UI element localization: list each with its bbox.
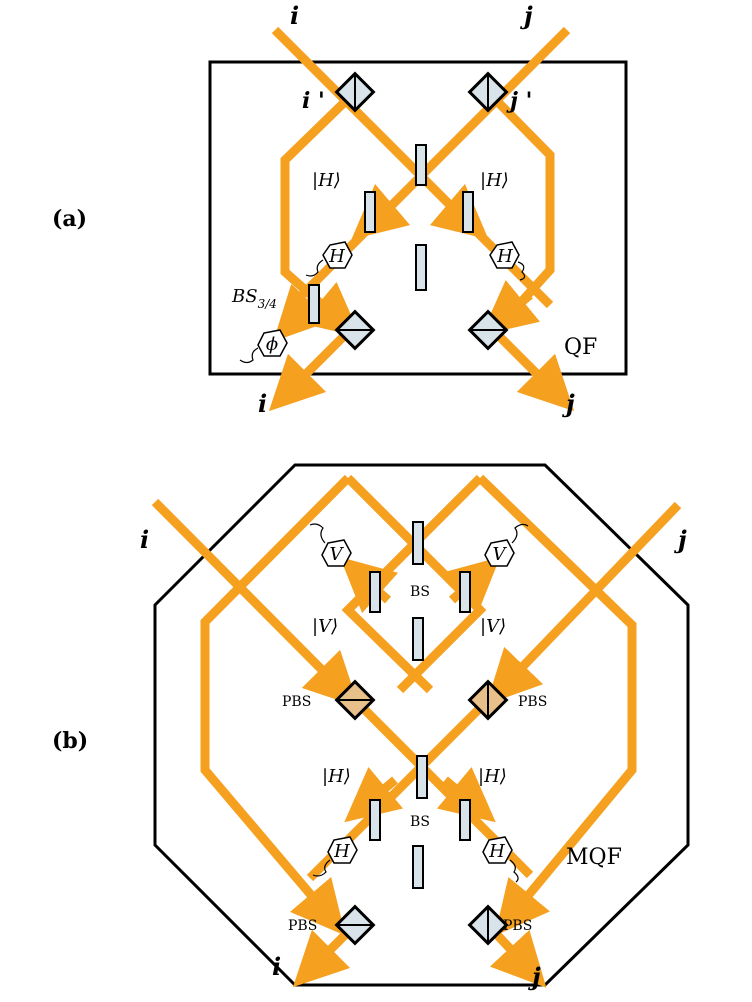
- a-out-j: j: [562, 389, 575, 418]
- bs-a-right: [462, 191, 474, 233]
- b-pbs-bot-left-label: PBS: [288, 918, 317, 934]
- detector-b-h-right: H: [482, 836, 519, 883]
- bs-b-bot-2: [412, 845, 424, 889]
- beam-a-right-loop: [484, 88, 555, 324]
- pbs-a-bot-left: [334, 309, 376, 351]
- b-ket-v-left: |V⟩: [312, 616, 338, 637]
- bs-a-left: [364, 191, 376, 233]
- pbs-a-bot-right: [467, 309, 509, 351]
- b-out-j: j: [528, 962, 541, 991]
- a-in-i: i: [290, 1, 299, 30]
- panel-a: (a): [52, 1, 628, 418]
- a-bs-label: BS3/4: [231, 286, 277, 311]
- a-out-i: i: [258, 389, 267, 418]
- pbs-a-top-left: [334, 71, 376, 113]
- b-ket-h-left: |H⟩: [322, 766, 351, 787]
- bs-b-top-left: [369, 571, 381, 613]
- a-pbs-i-label: i ': [302, 88, 325, 114]
- b-out-i: i: [272, 952, 281, 981]
- panel-a-beams: [268, 26, 575, 412]
- detector-b-v-left: V: [309, 523, 352, 567]
- b-in-i: i: [140, 525, 149, 554]
- beam-b-outer-right: [476, 474, 637, 936]
- b-bs-bot-label: BS: [410, 814, 430, 830]
- a-ket-right: |H⟩: [480, 170, 509, 191]
- bs-a-bottom: [415, 244, 427, 291]
- pbs-b-bot-left: [334, 904, 376, 946]
- bs-b-top-right: [459, 571, 471, 613]
- detector-b-h-left: H: [312, 836, 358, 877]
- b-ket-h-right: |H⟩: [478, 766, 507, 787]
- bs-a-top: [415, 144, 427, 186]
- det-b-h-left-label: H: [333, 841, 350, 862]
- det-a-h-left-label: H: [328, 246, 345, 267]
- pbs-b-bot-right: [467, 904, 509, 946]
- bs-b-top-2: [412, 617, 424, 661]
- panel-b: (b): [52, 463, 690, 991]
- pbs-b-mid-right: [467, 679, 509, 721]
- a-ket-left: |H⟩: [312, 170, 341, 191]
- b-pbs-mid-left-label: PBS: [282, 694, 311, 710]
- panel-a-label: (a): [52, 206, 87, 232]
- detector-a-phi: ϕ: [239, 329, 288, 364]
- det-a-h-right-label: H: [496, 246, 513, 267]
- a-in-j: j: [520, 1, 533, 30]
- qf-box: [208, 60, 628, 376]
- detector-a-h-left: H: [305, 241, 353, 277]
- detector-b-v-right: V: [484, 523, 529, 567]
- panel-b-label: (b): [52, 728, 88, 754]
- bs-b-bot-right: [459, 799, 471, 841]
- b-bs-top-label: BS: [410, 584, 430, 600]
- bs-a-34: [308, 284, 320, 324]
- bs-b-bot-left: [369, 799, 381, 841]
- beam-b-in-j: [486, 501, 682, 705]
- det-b-h-right-label: H: [488, 841, 505, 862]
- b-ket-v-right: |V⟩: [480, 616, 506, 637]
- bs-b-bot-1: [416, 755, 428, 799]
- detector-a-h-right: H: [489, 241, 526, 281]
- bs-b-top-1: [412, 521, 424, 565]
- b-pbs-bot-right-label: PBS: [503, 918, 532, 934]
- b-pbs-mid-right-label: PBS: [518, 694, 547, 710]
- pbs-a-top-right: [467, 71, 509, 113]
- det-b-v-right-label: V: [493, 544, 508, 565]
- pbs-b-mid-left: [334, 679, 376, 721]
- det-b-v-left-label: V: [330, 544, 345, 565]
- det-a-phi-label: ϕ: [266, 334, 278, 355]
- beam-a-to-pbs-right: [481, 279, 541, 336]
- beam-b-in-i: [151, 498, 360, 708]
- a-pbs-j-label: j ': [506, 88, 532, 114]
- qf-label: QF: [564, 335, 597, 360]
- beam-b-outer-left: [200, 474, 352, 936]
- b-in-j: j: [674, 525, 687, 554]
- mqf-label: MQF: [566, 845, 622, 870]
